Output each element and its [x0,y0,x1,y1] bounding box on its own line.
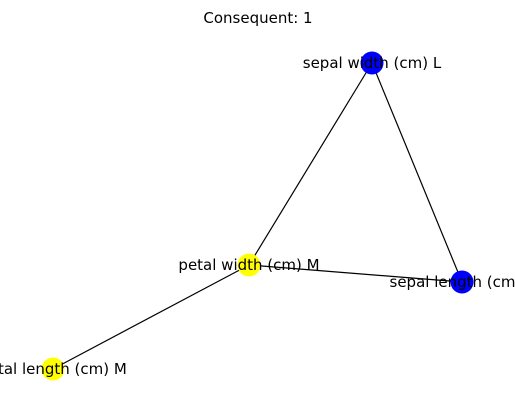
node-label-sepal-length: sepal length (cm) L [390,273,515,291]
node-label-sepal-width: sepal width (cm) L [303,54,442,72]
edge-petal-width-petal-length [52,264,250,370]
edges-layer [52,62,463,370]
graph-title: Consequent: 1 [203,9,312,27]
node-label-petal-length: petal length (cm) M [0,360,127,378]
edge-sepal-width-sepal-length [371,62,463,283]
edge-petal-width-sepal-length [248,264,463,283]
node-sepal-width [360,51,384,75]
edge-sepal-width-petal-width [248,62,373,266]
node-petal-length [41,357,65,381]
node-label-petal-width: petal width (cm) M [178,256,319,274]
labels-layer: sepal width (cm) L petal width (cm) M sepa… [0,54,515,378]
node-petal-width [237,253,261,277]
nodes-layer [41,51,474,381]
node-sepal-length [450,270,474,294]
